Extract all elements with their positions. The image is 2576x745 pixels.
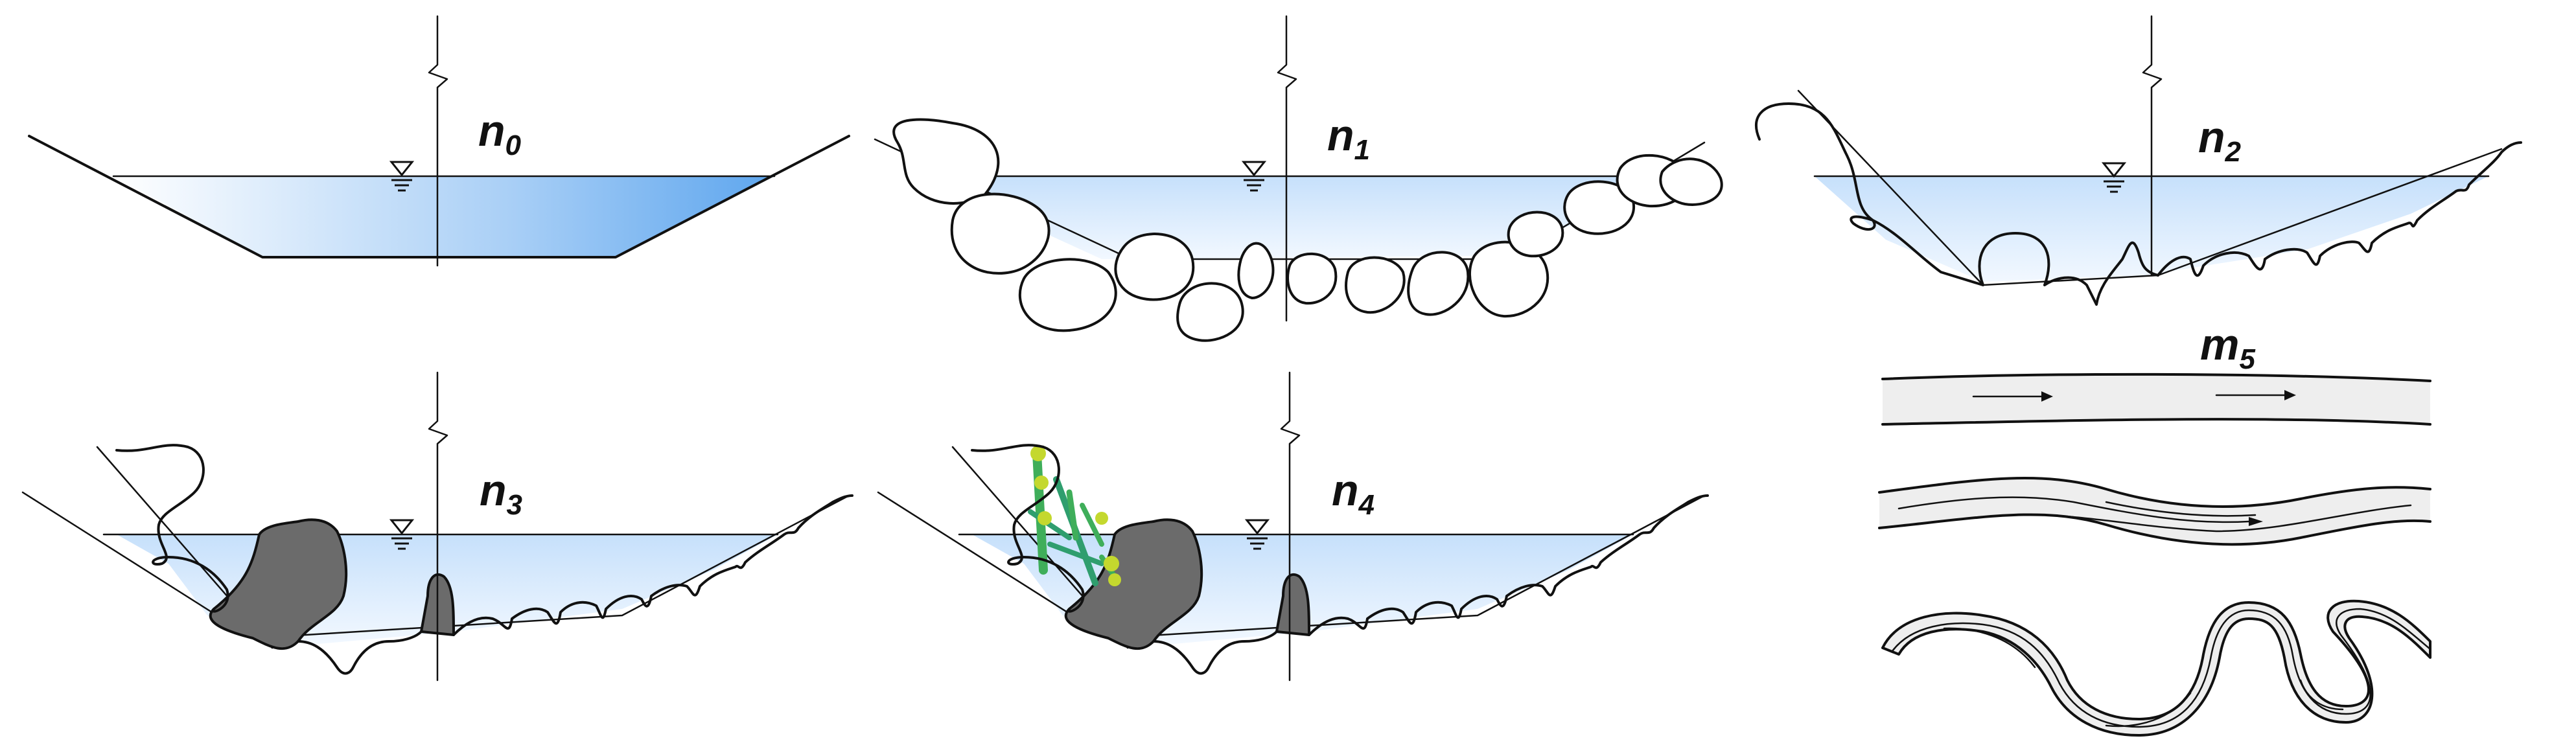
water-fill [113,176,774,257]
vegetation [1028,446,1121,586]
panel-m5: m5 [1878,320,2431,737]
panel-n1: n1 [874,15,1723,342]
boulder-bed [892,118,1723,342]
design-section-line [1797,89,2503,286]
label-n0: n0 [478,106,522,161]
label-n4: n4 [1332,466,1375,521]
label-m5: m5 [2200,320,2255,375]
label-n2: n2 [2198,113,2242,168]
meander-outer-bank [1881,599,2431,737]
panel-n0: n0 [28,15,850,267]
natural-bank-profile [1755,102,2522,306]
flow-arrow-icon [2215,390,2296,400]
water-fill [958,176,1672,259]
natural-bank-profile [971,444,1709,675]
axis-break-icon [428,371,448,682]
flow-arrow-icon [1972,391,2053,402]
label-n3: n3 [480,466,522,521]
channel-boundary [28,135,850,258]
axis-break-icon [2142,15,2163,277]
obstruction-small [1275,573,1310,636]
straight-channel [1881,372,2431,426]
sinuous-channel [1878,477,2431,546]
axis-break-icon [1277,15,1297,322]
axis-break-icon [1280,371,1301,682]
flow-arrow-icon [2249,517,2263,526]
natural-bank-profile [115,444,853,675]
meandering-channel [1881,599,2431,737]
panel-n3: n3 [21,371,853,682]
panel-n4: n4 [877,371,1709,682]
axis-break-icon [428,15,448,267]
panel-n2: n2 [1755,15,2522,306]
label-n1: n1 [1327,111,1370,166]
